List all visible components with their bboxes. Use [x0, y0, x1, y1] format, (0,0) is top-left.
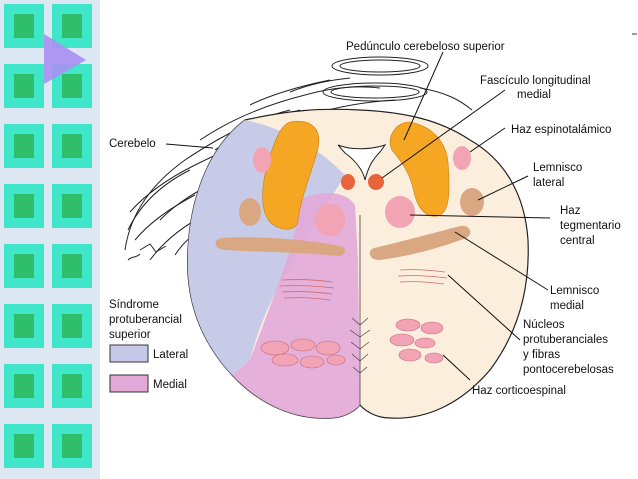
strip-cell-inner	[14, 434, 34, 458]
label-corticospinal: Haz corticoespinal	[472, 385, 566, 397]
strip-cell-inner	[62, 314, 82, 338]
pontocerebellar-fibres	[279, 269, 448, 301]
leader-lines	[165, 51, 551, 381]
right-central-tegmental-tract	[385, 196, 415, 228]
strip-cell-inner	[62, 254, 82, 278]
strip-pattern	[4, 4, 92, 468]
right-medial-lemniscus	[369, 225, 471, 261]
right-spinothalamic-tract	[453, 146, 471, 170]
label-nuclei-line1: Núcleos	[523, 319, 565, 331]
left-corticospinal-bundles	[260, 338, 346, 369]
label-cerebellum: Cerebelo	[109, 138, 156, 150]
label-superior-cerebellar-peduncle: Pedúnculo cerebeloso superior	[346, 41, 505, 53]
decorative-side-strip	[0, 0, 100, 479]
legend-title-line1: Síndrome	[109, 299, 159, 311]
label-medial-lemniscus-line2: medial	[550, 300, 584, 312]
right-lateral-lemniscus	[460, 188, 484, 216]
strip-cell-inner	[14, 254, 34, 278]
strip-cell-inner	[14, 134, 34, 158]
left-spinothalamic-tract	[253, 147, 271, 173]
strip-cell-inner	[62, 134, 82, 158]
left-lateral-lemniscus	[239, 198, 261, 226]
fourth-ventricle	[337, 144, 387, 181]
legend-title-line2: protuberancial	[109, 314, 182, 326]
strip-cell-inner	[14, 74, 34, 98]
legend-label-lateral: Lateral	[153, 349, 188, 361]
label-nuclei-line2: protuberanciales	[523, 334, 608, 346]
strip-cell-inner	[62, 14, 82, 38]
label-nuclei-line4: pontocerebelosas	[523, 364, 614, 376]
legend-label-medial: Medial	[153, 379, 187, 391]
left-superior-cerebellar-peduncle	[262, 120, 320, 230]
right-medial-longitudinal-fasciculus	[368, 174, 384, 190]
play-arrow-icon	[44, 34, 86, 84]
label-medial-lemniscus-line1: Lemnisco	[550, 285, 599, 297]
label-tegmental-line2: tegmentario	[560, 220, 621, 232]
legend-title-line3: superior	[109, 329, 151, 341]
left-medial-lemniscus	[215, 237, 346, 256]
label-lateral-lemniscus-line1: Lemnisco	[533, 162, 582, 174]
strip-cell-inner	[62, 194, 82, 218]
strip-cell-inner	[62, 74, 82, 98]
left-medial-longitudinal-fasciculus	[341, 174, 355, 190]
strip-cell-inner	[62, 434, 82, 458]
strip-cell-inner	[14, 374, 34, 398]
label-spinothalamic: Haz espinotalámico	[511, 124, 611, 136]
legend-swatch-medial	[109, 374, 149, 393]
legend: Síndrome protuberancial superior Lateral…	[109, 299, 188, 393]
right-superior-cerebellar-peduncle	[389, 121, 450, 217]
label-lateral-lemniscus-line2: lateral	[533, 177, 564, 189]
right-corticospinal-bundles	[389, 318, 444, 364]
strip-cell-inner	[14, 14, 34, 38]
label-tegmental-line3: central	[560, 235, 595, 247]
label-mlf-line1: Fascículo longitudinal	[480, 75, 591, 87]
label-tegmental-line1: Haz	[560, 205, 581, 217]
raphe-fibres	[349, 317, 371, 374]
legend-swatch-lateral	[109, 344, 149, 363]
strip-cell-inner	[62, 374, 82, 398]
strip-cell-inner	[14, 314, 34, 338]
left-central-tegmental-tract	[315, 204, 345, 236]
strip-cell-inner	[14, 194, 34, 218]
superior-cerebellar-peduncle-fibres	[289, 56, 473, 111]
label-nuclei-line3: y fibras	[523, 349, 560, 361]
label-mlf-line2: medial	[517, 89, 551, 101]
